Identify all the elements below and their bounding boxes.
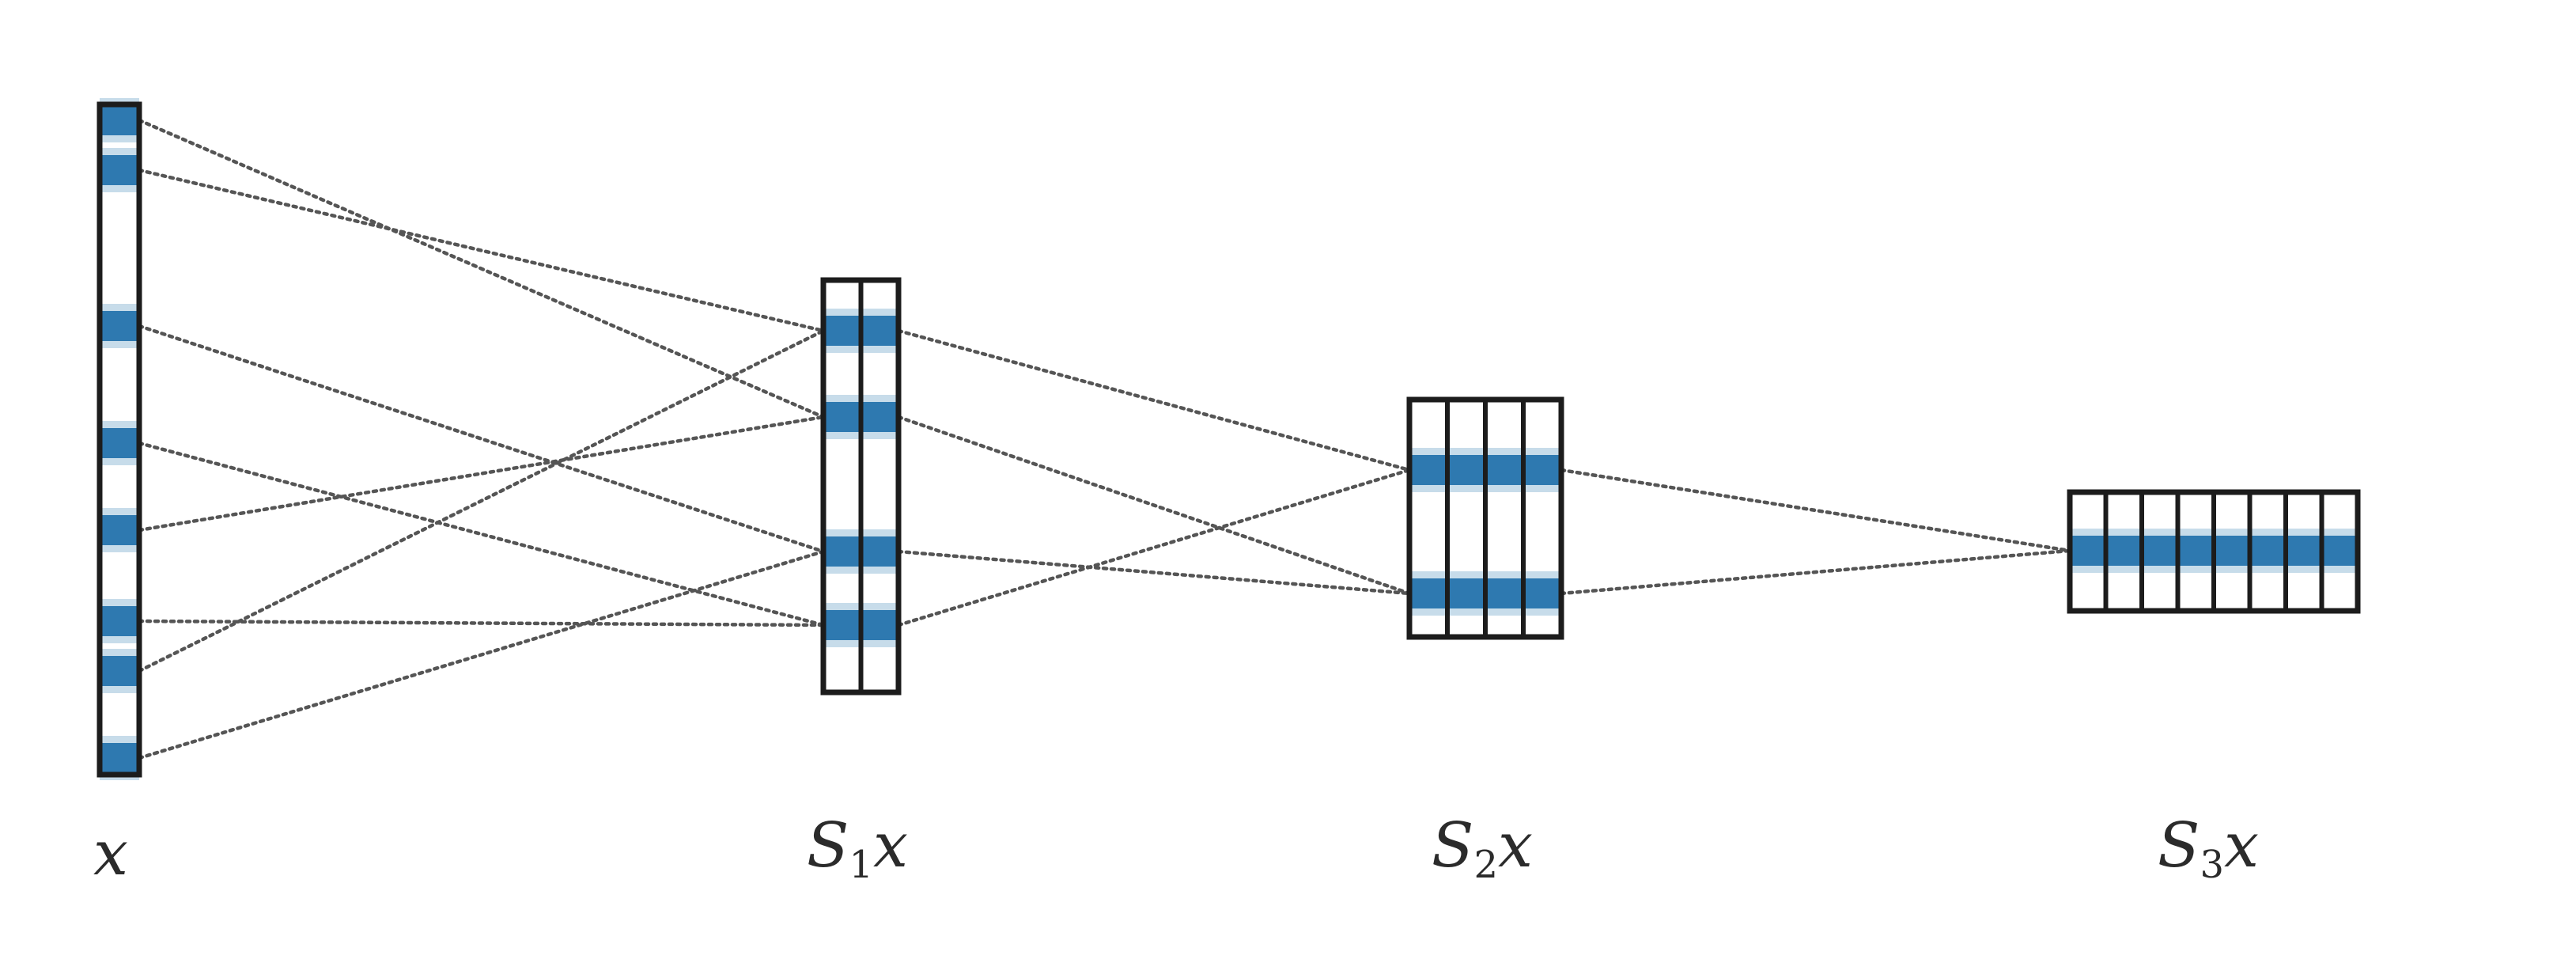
connection-line-13 (1559, 548, 2072, 596)
stage-s2x-box (1406, 396, 1564, 640)
band-x-4 (100, 515, 139, 545)
label-s3x-sub: 3 (2200, 843, 2224, 887)
connection-line-4 (137, 415, 826, 533)
connection-line-5 (137, 619, 826, 627)
band-x-0 (100, 105, 139, 135)
label-s1x: S1x (807, 815, 908, 884)
stage-frame (820, 277, 902, 696)
stage-x-box (96, 98, 142, 780)
stage-frame (96, 101, 142, 778)
label-s2x: S2x (1432, 815, 1533, 884)
band-x-1 (100, 155, 139, 185)
connection-line-2 (137, 324, 826, 554)
connection-line-7 (137, 549, 826, 760)
stage-s3x-box (2067, 489, 2361, 614)
stage-boxes (96, 98, 2361, 780)
label-s1x-sub: 1 (849, 843, 873, 887)
label-s2x-sub: 2 (1473, 843, 1498, 887)
label-s1x-main: S (807, 810, 849, 881)
stage-s1x-box (820, 277, 902, 696)
band-x-3 (100, 428, 139, 458)
connection-line-11 (896, 468, 1412, 627)
connection-line-8 (896, 328, 1412, 472)
label-s2x-main: S (1432, 810, 1474, 881)
band-x-2 (100, 311, 139, 341)
label-s1x-tail: x (872, 810, 908, 881)
label-x: x (93, 823, 128, 885)
label-s3x-tail: x (2223, 810, 2259, 881)
connection-line-6 (137, 328, 826, 673)
connection-line-0 (137, 118, 826, 419)
connection-lines (137, 118, 2072, 760)
connection-line-10 (896, 549, 1412, 596)
band-x-5 (100, 606, 139, 636)
band-x-7 (100, 743, 139, 773)
label-x-main: x (93, 818, 128, 889)
connection-line-1 (137, 168, 826, 333)
label-s3x: S3x (2158, 815, 2259, 884)
label-s3x-main: S (2158, 810, 2200, 881)
connection-line-9 (896, 415, 1412, 596)
band-x-6 (100, 656, 139, 686)
stage-frame (2067, 489, 2361, 614)
connection-line-12 (1559, 468, 2072, 553)
label-s2x-tail: x (1497, 810, 1533, 881)
connection-line-3 (137, 441, 826, 627)
stage-frame (1406, 396, 1564, 640)
